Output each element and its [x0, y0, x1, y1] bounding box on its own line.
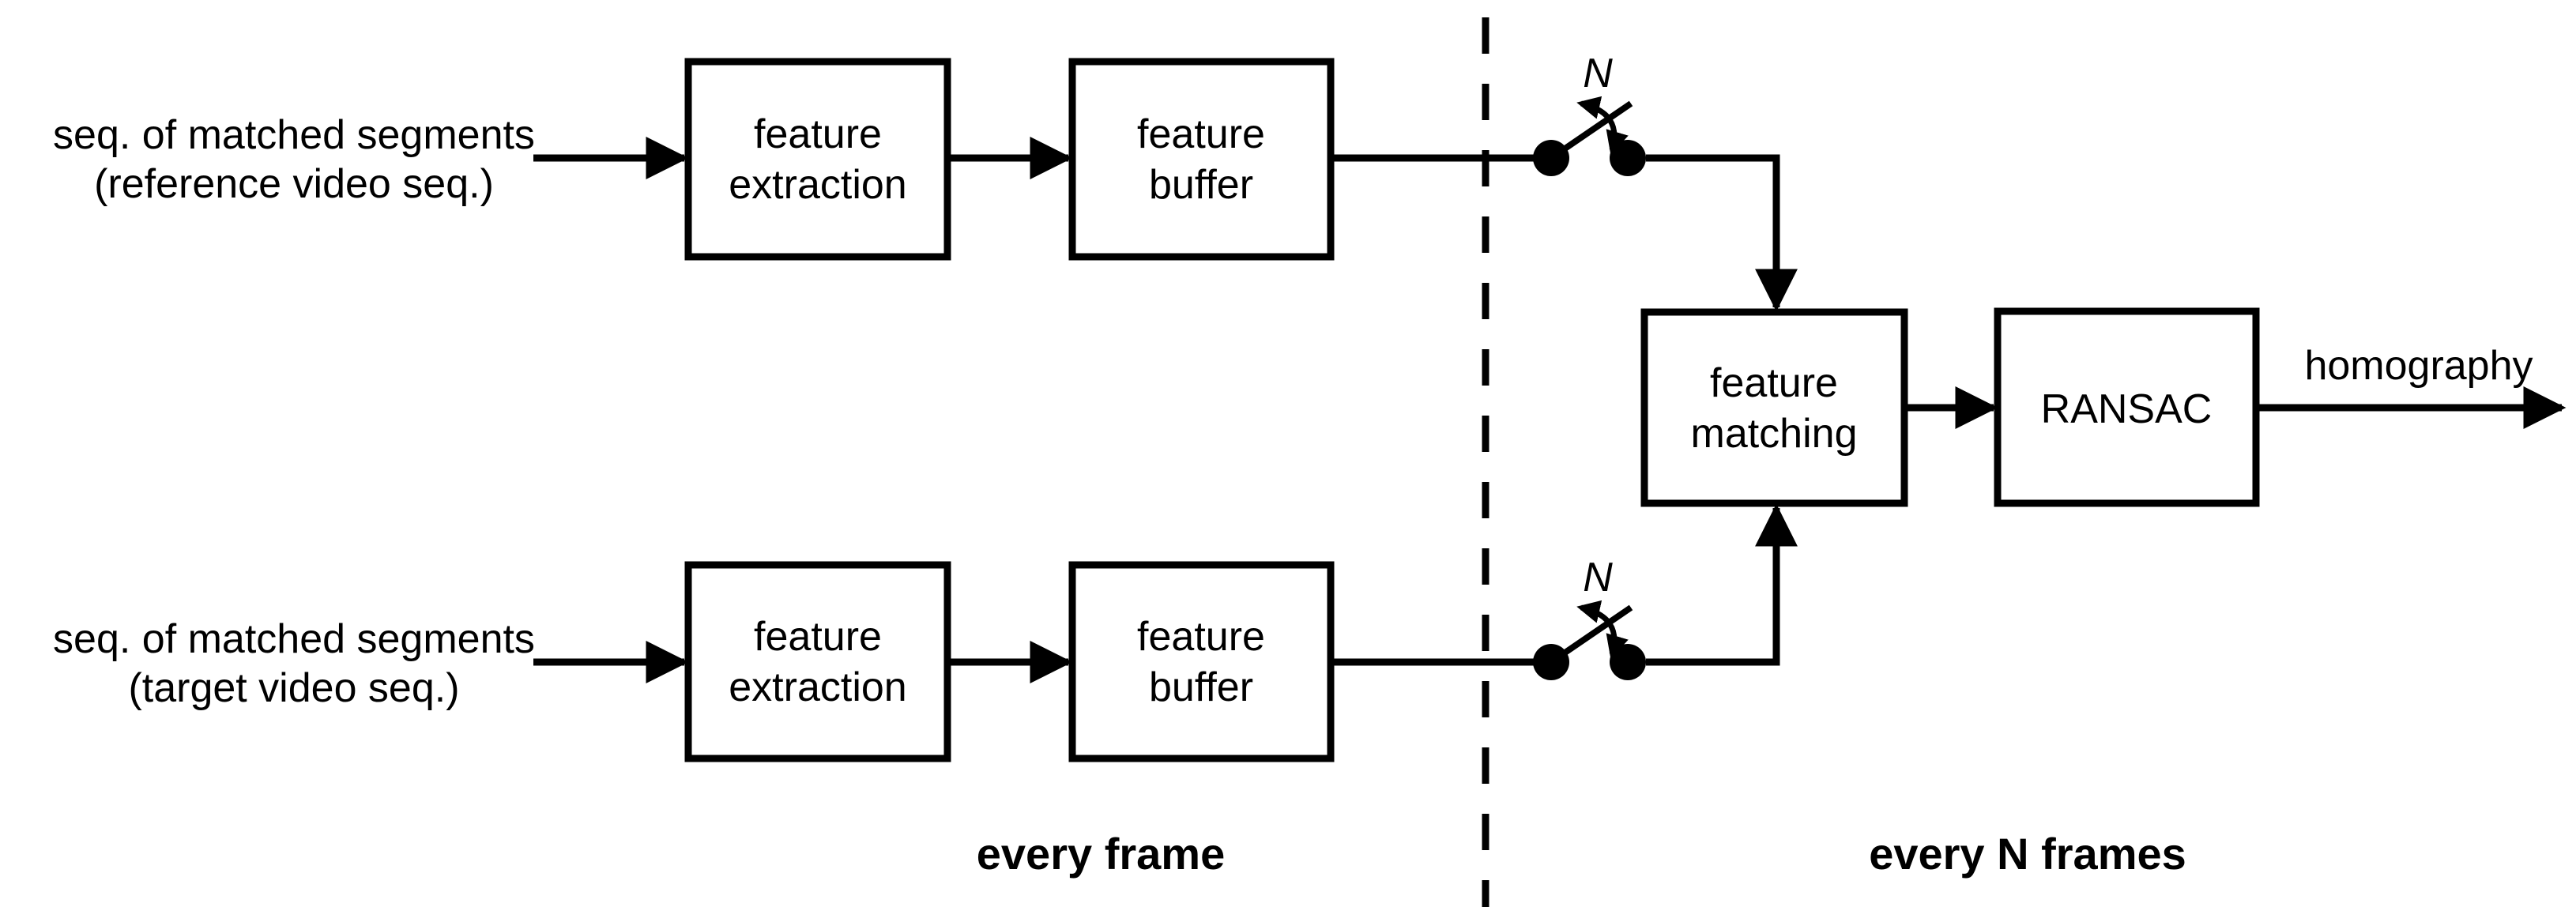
input-label-reference: seq. of matched segments (reference vide… [53, 112, 535, 207]
block-ransac: RANSAC [1994, 307, 2260, 507]
input-label-target-line1: seq. of matched segments [53, 616, 535, 662]
block-feature-extraction-target-line2: extraction [729, 664, 906, 710]
region-caption-every-frame: every frame [977, 829, 1225, 879]
input-label-target: seq. of matched segments (target video s… [53, 616, 535, 711]
block-feature-buffer-reference-line2: buffer [1149, 162, 1253, 208]
output-label-homography: homography [2304, 343, 2533, 389]
block-feature-buffer-target-box [1068, 561, 1335, 762]
block-feature-extraction-reference-line1: feature [754, 111, 882, 157]
block-feature-buffer-target-line2: buffer [1149, 664, 1253, 710]
block-feature-matching-box [1640, 308, 1908, 507]
block-feature-extraction-reference-line2: extraction [729, 162, 906, 208]
arrow-switch-to-matching-target [1646, 503, 1798, 666]
block-feature-buffer-reference: feature buffer [1068, 58, 1335, 261]
block-ransac-label: RANSAC [2041, 386, 2213, 432]
block-feature-buffer-target: feature buffer [1068, 561, 1335, 762]
block-feature-extraction-reference-box [684, 58, 951, 261]
block-feature-extraction-target-box [684, 561, 951, 762]
switch-target-label: N [1583, 555, 1613, 600]
block-feature-buffer-reference-line1: feature [1137, 111, 1265, 157]
block-feature-matching: feature matching [1640, 308, 1908, 507]
block-feature-extraction-reference: feature extraction [684, 58, 951, 261]
switch-reference-label: N [1583, 51, 1613, 96]
switch-target: N [1533, 555, 1646, 680]
block-feature-matching-line2: matching [1691, 411, 1858, 457]
input-label-reference-line2: (reference video seq.) [94, 161, 494, 207]
input-label-reference-line1: seq. of matched segments [53, 112, 535, 158]
block-feature-buffer-reference-box [1068, 58, 1335, 261]
switch-reference-toggle-arrow-icon [1576, 96, 1629, 155]
switch-reference: N [1533, 51, 1646, 176]
region-caption-every-n-frames: every N frames [1869, 829, 2186, 879]
input-label-target-line2: (target video seq.) [128, 665, 459, 711]
switch-target-toggle-arrow-icon [1576, 600, 1629, 659]
block-feature-extraction-target-line1: feature [754, 614, 882, 660]
arrow-switch-to-matching-reference [1646, 154, 1798, 312]
block-feature-matching-line1: feature [1710, 360, 1838, 406]
block-feature-extraction-target: feature extraction [684, 561, 951, 762]
block-feature-buffer-target-line1: feature [1137, 614, 1265, 660]
